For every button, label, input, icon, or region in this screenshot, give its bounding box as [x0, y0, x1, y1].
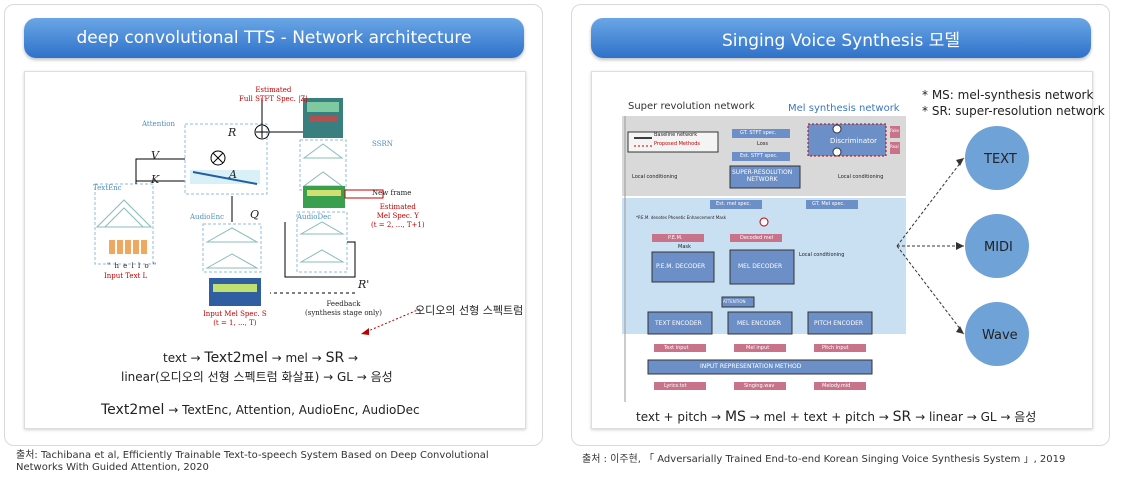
r-label: R	[228, 126, 237, 139]
attention-box: ATTENTION	[723, 299, 746, 304]
v-label: V	[151, 149, 159, 162]
text2mel-heading: Text2mel	[101, 402, 165, 418]
mel-encoder-box: MEL ENCODER	[737, 320, 781, 327]
tts-architecture-figure: Estimated Full STFT Spec. |Z| Attention …	[24, 71, 526, 429]
ssrn-label: SSRN	[372, 140, 393, 148]
pipeline-line-1: text → Text2mel → mel → SR →	[163, 350, 358, 366]
left-panel: deep convolutional TTS - Network archite…	[4, 4, 543, 446]
pipeline-arrow: →	[348, 351, 359, 365]
svs-sr: SR	[892, 409, 912, 425]
lyrics-file: Lyrics.txt	[664, 383, 687, 389]
loss-label: Loss	[757, 141, 768, 147]
mel-network-label: Mel synthesis network	[788, 103, 900, 114]
discriminator-label: Discriminator	[830, 137, 878, 145]
legend-bullet: *	[922, 104, 928, 118]
singing-file: Singing.wav	[744, 383, 775, 389]
r-prime-label: R'	[358, 278, 370, 291]
estimated-full-label: Estimated Full STFT Spec. |Z|	[239, 86, 308, 103]
baseline-label: Baseline network	[654, 132, 698, 138]
svs-architecture-figure: Super revolution network Mel synthesis n…	[591, 71, 1105, 429]
estimated-mel-label: Estimated Mel Spec. Y (t = 2, ..., T+1)	[371, 203, 425, 229]
circle-wave: Wave	[982, 328, 1018, 343]
input-mel-label: Input Mel Spec. S (t = 1, ..., T)	[203, 310, 267, 327]
svs-diagram	[622, 116, 1029, 402]
pipeline-mel: → mel →	[271, 351, 322, 365]
tts-diagram	[94, 98, 421, 335]
svs-pipeline: text + pitch → MS → mel + text + pitch →…	[636, 408, 1036, 425]
feedback-label: Feedback (synthesis stage only)	[305, 300, 382, 317]
pem-decoder-box: P.E.M. DECODER	[656, 263, 706, 270]
right-panel: Singing Voice Synthesis 모델	[571, 4, 1110, 446]
decoded-mel-label: Decoded mel	[740, 235, 774, 241]
left-source: 출처: Tachibana et al, Efficiently Trainab…	[16, 450, 489, 473]
est-mel-label: Est. mel spec.	[716, 201, 752, 207]
legend-ms-text: MS: mel-synthesis network	[931, 88, 1094, 102]
est-stft-label: Est. STFT spec.	[740, 153, 778, 159]
svs-text-pitch: text + pitch →	[636, 410, 722, 424]
proposed-label: Proposed Methods	[654, 141, 700, 147]
local-conditioning-label-2: Local conditioning	[838, 174, 884, 180]
a-label: A	[229, 168, 237, 181]
pem-label: P.E.M.	[668, 235, 683, 241]
text-input-label: Text input	[664, 345, 689, 351]
legend-ms: * MS: mel-synthesis network	[922, 88, 1093, 102]
circle-midi: MIDI	[984, 240, 1013, 255]
right-source: 출처 : 이주현, 「 Adversarially Trained End-to…	[582, 454, 1066, 465]
mel-decoder-box: MEL DECODER	[738, 263, 783, 270]
local-conditioning-label-1: Local conditioning	[632, 174, 678, 180]
svs-ms: MS	[724, 409, 746, 425]
pipeline-text: text →	[163, 351, 201, 365]
sr-network-box: SUPER-RESOLUTION NETWORK	[732, 169, 793, 183]
text-encoder-box: TEXT ENCODER	[655, 320, 702, 327]
circle-text: TEXT	[984, 152, 1017, 167]
super-network-label: Super revolution network	[628, 101, 755, 112]
attention-label: Attention	[142, 120, 175, 128]
input-representation-box: INPUT REPRESENTATION METHOD	[700, 363, 802, 370]
hello-label: " h e l l o "	[107, 262, 158, 270]
legend-sr: * SR: super-resolution network	[922, 104, 1105, 118]
pitch-input-label: Pitch input	[822, 345, 849, 351]
svs-mel-text-pitch: → mel + text + pitch →	[749, 410, 889, 424]
fake-label: Fake	[890, 128, 900, 133]
new-frame-label: New frame	[372, 189, 412, 197]
mask-label: Mask	[678, 244, 691, 250]
q-label: Q	[250, 208, 260, 221]
left-title: deep convolutional TTS - Network archite…	[24, 18, 524, 58]
pitch-encoder-box: PITCH ENCODER	[814, 320, 864, 327]
melody-file: Melody.mid	[822, 383, 851, 389]
gt-stft-label: GT. STFT spec.	[740, 130, 777, 136]
right-title: Singing Voice Synthesis 모델	[591, 18, 1091, 58]
linear-spectrum-annotation: 오디오의 선형 스펙트럼	[415, 304, 524, 317]
pem-note: *P.E.M. denotes Phonetic Enhancement Mas…	[636, 215, 727, 220]
gt-mel-label: GT. Mel spec.	[812, 201, 845, 207]
text2mel-components: → TextEnc, Attention, AudioEnc, AudioDec	[168, 403, 420, 417]
audioenc-label: AudioEnc	[190, 213, 225, 221]
audiodec-label: AudioDec	[297, 213, 332, 221]
pipeline-sr: SR	[325, 350, 345, 366]
pipeline-text2mel: Text2mel	[204, 350, 268, 366]
textenc-label: TextEnc	[93, 184, 122, 192]
legend-sr-text: SR: super-resolution network	[931, 104, 1105, 118]
real-label: Real	[890, 144, 899, 149]
pipeline-line-2: linear(오디오의 선형 스펙트럼 화살표) → GL → 음성	[121, 370, 393, 384]
local-conditioning-label-3: Local conditioning	[799, 252, 845, 258]
k-label: K	[151, 173, 160, 186]
legend-bullet: *	[922, 88, 928, 102]
svs-linear-gl: → linear → GL → 음성	[915, 410, 1037, 424]
pipeline-line-3: Text2mel → TextEnc, Attention, AudioEnc,…	[101, 402, 420, 418]
mel-input-label: Mel input	[746, 345, 770, 351]
input-text-label: Input Text L	[104, 272, 148, 280]
